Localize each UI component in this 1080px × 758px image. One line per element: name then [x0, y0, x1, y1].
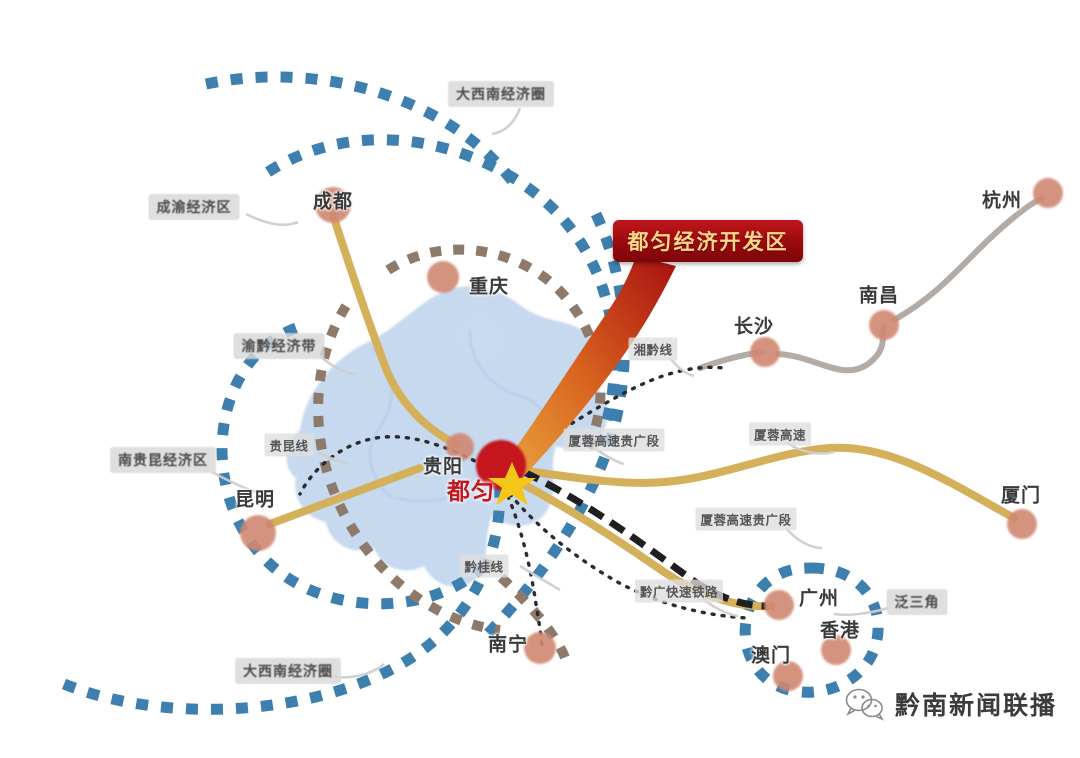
- city-label-2[interactable]: 昆明: [234, 488, 276, 511]
- city-dot-11[interactable]: [821, 635, 851, 665]
- city-dot-12[interactable]: [773, 661, 803, 691]
- economic-zone-callout-1[interactable]: 成渝经济区: [148, 194, 240, 220]
- city-label-7[interactable]: 南昌: [858, 284, 900, 307]
- city-dot-10[interactable]: [764, 590, 794, 620]
- route-tag-4[interactable]: 厦蓉高速: [748, 422, 812, 446]
- city-dot-0[interactable]: [315, 187, 351, 223]
- expressway-to-guangzhou: [522, 468, 767, 610]
- economic-zone-callout-3[interactable]: 南贵昆经济区: [110, 447, 216, 473]
- city-dot-8[interactable]: [1033, 178, 1063, 208]
- economic-zone-callout-5[interactable]: 泛三角: [886, 589, 948, 615]
- city-label-12[interactable]: 澳门: [750, 644, 792, 667]
- route-tag-6[interactable]: 黔广快速铁路: [634, 579, 724, 603]
- watermark: 黔南新闻联播: [845, 686, 1057, 722]
- city-label-0[interactable]: 成都: [312, 190, 354, 213]
- city-label-9[interactable]: 厦门: [1000, 484, 1042, 507]
- city-label-4[interactable]: 贵阳: [422, 455, 464, 478]
- city-dot-group: [240, 178, 1063, 691]
- development-zone-ribbon: [506, 256, 676, 478]
- economic-zone-callout-2[interactable]: 渝黔经济带: [233, 333, 325, 359]
- city-dot-9[interactable]: [1007, 509, 1037, 539]
- route-tag-5[interactable]: 厦蓉高速贵广段: [695, 507, 797, 531]
- city-dot-4[interactable]: [446, 433, 474, 461]
- wechat-icon: [845, 688, 884, 721]
- city-dot-6[interactable]: [750, 337, 780, 367]
- route-tag-3[interactable]: 厦蓉高速贵广段: [563, 428, 665, 452]
- highway-routes: [266, 211, 1018, 611]
- route-tag-0[interactable]: 湘黔线: [628, 337, 678, 361]
- watermark-label: 黔南新闻联播: [895, 691, 1058, 720]
- city-label-8[interactable]: 杭州: [981, 189, 1023, 212]
- city-label-10[interactable]: 广州: [798, 587, 840, 610]
- city-dot-1[interactable]: [427, 261, 459, 293]
- development-zone-banner-label: 都匀经济开发区: [627, 230, 789, 254]
- route-tag-2[interactable]: 黔桂线: [459, 554, 509, 578]
- city-label-3[interactable]: 南宁: [487, 633, 529, 656]
- city-dot-7[interactable]: [869, 310, 899, 340]
- city-label-5[interactable]: 都匀: [447, 479, 495, 505]
- development-zone-banner[interactable]: 都匀经济开发区: [613, 220, 803, 262]
- city-dot-2[interactable]: [240, 515, 276, 551]
- economic-zone-callout-4[interactable]: 大西南经济圈: [235, 658, 341, 684]
- city-label-1[interactable]: 重庆: [468, 275, 510, 298]
- route-tag-1[interactable]: 贵昆线: [264, 433, 314, 457]
- city-label-6[interactable]: 长沙: [733, 315, 775, 338]
- economic-zone-callout-0[interactable]: 大西南经济圈: [448, 81, 554, 107]
- duyun-star-icon: [488, 462, 536, 505]
- city-dot-3[interactable]: [524, 632, 556, 664]
- city-label-11[interactable]: 香港: [819, 619, 861, 642]
